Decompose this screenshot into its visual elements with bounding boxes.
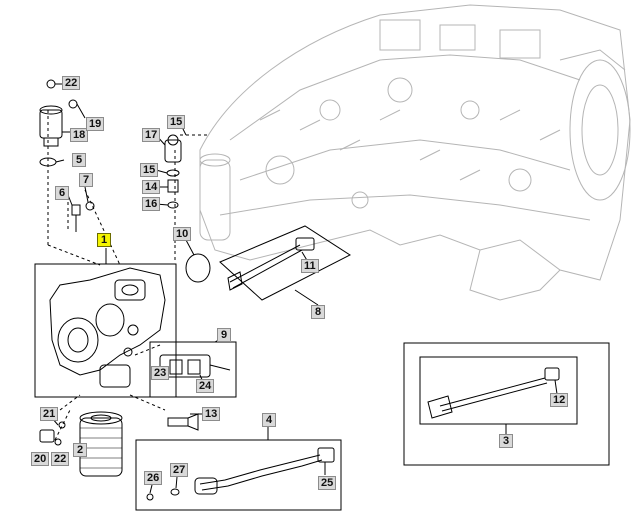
- hose-fitting-drawing: [167, 413, 199, 431]
- callout-5[interactable]: 5: [72, 153, 86, 167]
- callout-16[interactable]: 16: [142, 197, 161, 211]
- callout-27[interactable]: 27: [170, 463, 189, 477]
- elbow-fitting-drawing: [164, 134, 182, 209]
- callout-20[interactable]: 20: [31, 452, 50, 466]
- sensor-group-frame: [219, 225, 352, 301]
- harness-group-frame: [135, 439, 342, 511]
- callout-12[interactable]: 12: [550, 393, 569, 407]
- callout-1[interactable]: 1: [97, 233, 111, 247]
- callout-22-upper[interactable]: 22: [62, 76, 81, 90]
- callout-13[interactable]: 13: [202, 407, 221, 421]
- callout-11[interactable]: 11: [301, 259, 319, 273]
- speed-sensor-drawing: [427, 367, 560, 419]
- callout-22-lower[interactable]: 22: [51, 452, 70, 466]
- callout-3[interactable]: 3: [499, 434, 513, 448]
- speed-sensor-group-frame: [403, 342, 610, 466]
- callout-8[interactable]: 8: [311, 305, 325, 319]
- callout-6[interactable]: 6: [55, 186, 69, 200]
- callout-2[interactable]: 2: [73, 443, 87, 457]
- callout-17[interactable]: 17: [142, 128, 161, 142]
- bolt-drawing: [71, 201, 95, 232]
- o-ring-drawing: [185, 253, 211, 283]
- valve-group-frame: [149, 341, 237, 398]
- transmission-housing-drawing: [199, 4, 631, 301]
- callout-26[interactable]: 26: [144, 471, 163, 485]
- callout-10[interactable]: 10: [173, 227, 192, 241]
- callout-15-upper[interactable]: 15: [167, 115, 186, 129]
- callout-7[interactable]: 7: [79, 173, 93, 187]
- callout-19[interactable]: 19: [86, 117, 105, 131]
- callout-25[interactable]: 25: [318, 476, 337, 490]
- sender-fitting-drawing: [39, 421, 66, 446]
- callout-15-lower[interactable]: 15: [140, 163, 159, 177]
- hydraulic-pump-drawing: [49, 267, 166, 388]
- callout-14[interactable]: 14: [142, 180, 161, 194]
- callout-21[interactable]: 21: [40, 407, 59, 421]
- callout-24[interactable]: 24: [196, 379, 215, 393]
- wiring-harness-drawing: [146, 447, 335, 501]
- callout-18[interactable]: 18: [70, 128, 89, 142]
- pressure-switch-drawing: [39, 79, 78, 167]
- callout-4[interactable]: 4: [262, 413, 276, 427]
- temperature-sensor-drawing: [227, 237, 315, 291]
- callout-9[interactable]: 9: [217, 328, 231, 342]
- solenoid-valve-drawing: [159, 354, 231, 378]
- callout-23[interactable]: 23: [151, 366, 170, 380]
